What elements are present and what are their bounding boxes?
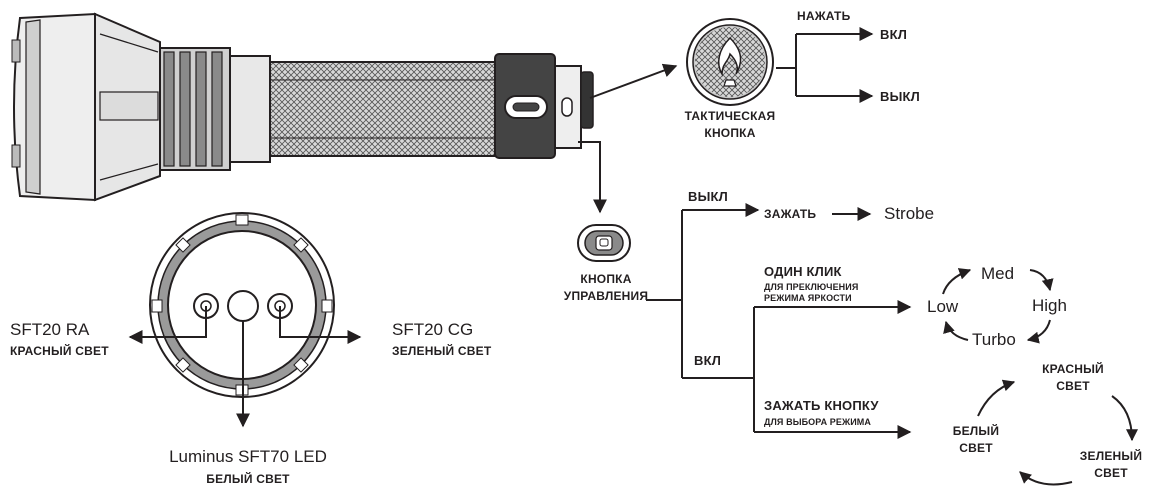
led-center-desc: БЕЛЫЙ СВЕТ [206,472,290,486]
color-white-label: БЕЛЫЙ СВЕТ [936,424,1016,455]
control-off-branch-label: ВЫКЛ [688,189,728,204]
single-click-note-line1: ДЛЯ ПРЕКЛЮЧЕНИЯ [764,282,859,292]
tactical-off-label: ВЫКЛ [880,89,920,104]
led-center-name: Luminus SFT70 LED [169,447,327,466]
brightness-high-label: High [1032,296,1067,315]
led-right-name: SFT20 CG [392,320,474,339]
color-green-line1: ЗЕЛЕНЫЙ [1079,449,1143,463]
tactical-on-label: ВКЛ [880,27,908,42]
control-label-line1: КНОПКА [580,272,632,286]
led-left-name: SFT20 RA [10,320,90,339]
strobe-label: Strobe [884,204,935,223]
color-green-label: ЗЕЛЕНЫЙ СВЕТ [1066,449,1156,480]
hold-button-label: ЗАЖАТЬ КНОПКУ [764,398,879,413]
control-hold-label: ЗАЖАТЬ [764,207,817,221]
brightness-turbo-label: Turbo [972,330,1016,349]
led-left-desc: КРАСНЫЙ СВЕТ [10,344,109,358]
tactical-branch-lines [776,27,874,103]
hold-button-note: ДЛЯ ВЫБОРА РЕЖИМА [764,417,871,427]
control-tree-lines [646,203,912,439]
control-button-label: КНОПКА УПРАВЛЕНИЯ [540,272,672,303]
led-pointer-arrows [128,306,362,428]
color-green-line2: СВЕТ [1094,466,1128,480]
color-cycle-arrows [977,379,1138,486]
color-red-line2: СВЕТ [1056,379,1090,393]
control-label-line2: УПРАВЛЕНИЯ [563,289,649,303]
single-click-label: ОДИН КЛИК [764,264,842,279]
flashlight-illustration [11,12,594,202]
color-red-label: КРАСНЫЙ СВЕТ [1028,362,1118,393]
led-head-illustration [149,212,335,398]
brightness-cycle-arrows [942,268,1054,344]
tactical-press-label: НАЖАТЬ [797,9,851,23]
color-white-line1: БЕЛЫЙ [952,424,1000,438]
tactical-button-label: ТАКТИЧЕСКАЯ КНОПКА [670,109,790,140]
control-on-branch-label: ВКЛ [694,353,722,368]
brightness-med-label: Med [981,264,1015,283]
color-white-line2: СВЕТ [959,441,993,455]
tactical-label-line1: ТАКТИЧЕСКАЯ [684,109,776,123]
tactical-label-line2: КНОПКА [704,126,756,140]
led-right-desc: ЗЕЛЕНЫЙ СВЕТ [392,344,492,358]
tactical-button-icon [686,18,774,106]
color-red-line1: КРАСНЫЙ [1042,362,1104,376]
single-click-note-line2: РЕЖИМА ЯРКОСТИ [764,293,852,303]
control-button-icon [577,224,631,262]
brightness-low-label: Low [927,297,959,316]
